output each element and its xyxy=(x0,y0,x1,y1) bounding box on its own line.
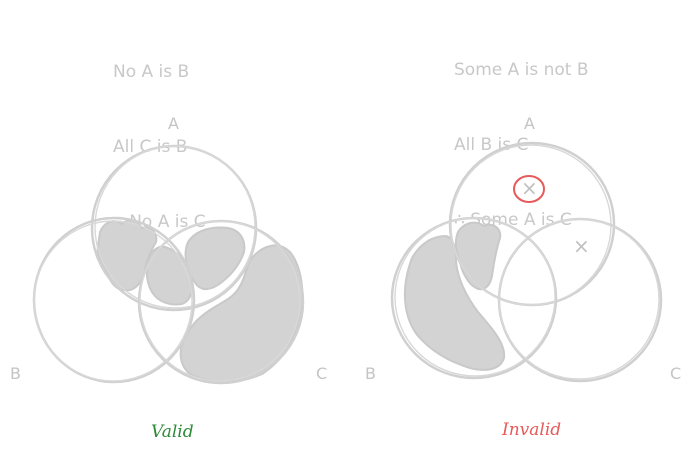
right-premise-1: Some A is not B xyxy=(454,60,589,80)
left-verdict: Valid xyxy=(151,422,194,442)
left-shade-a-c xyxy=(184,226,246,290)
left-circle-c-outline xyxy=(139,220,301,382)
right-label-a: A xyxy=(524,114,535,133)
left-circle-b-outline xyxy=(33,220,193,382)
left-circles xyxy=(32,144,305,385)
right-shade-b xyxy=(403,235,506,371)
highlight-mark xyxy=(513,175,545,203)
right-circle-c-outline xyxy=(498,218,660,380)
left-label-b: B xyxy=(10,364,21,383)
right-verdict: Invalid xyxy=(502,420,562,440)
right-circle-b-outline xyxy=(394,217,556,377)
right-label-c: C xyxy=(670,364,682,383)
left-shading xyxy=(96,219,304,383)
right-shading xyxy=(403,221,506,371)
right-label-b: B xyxy=(365,364,376,383)
left-shade-c xyxy=(179,244,304,383)
right-circles xyxy=(390,141,663,383)
right-x-mark-a: × xyxy=(521,176,538,200)
left-label-c: C xyxy=(316,364,328,383)
left-label-a: A xyxy=(168,114,179,133)
left-premise-1: No A is B xyxy=(113,62,190,82)
red-highlight-circle xyxy=(513,175,545,203)
right-x-mark-c: × xyxy=(573,234,590,258)
right-shade-a-b xyxy=(454,221,502,291)
